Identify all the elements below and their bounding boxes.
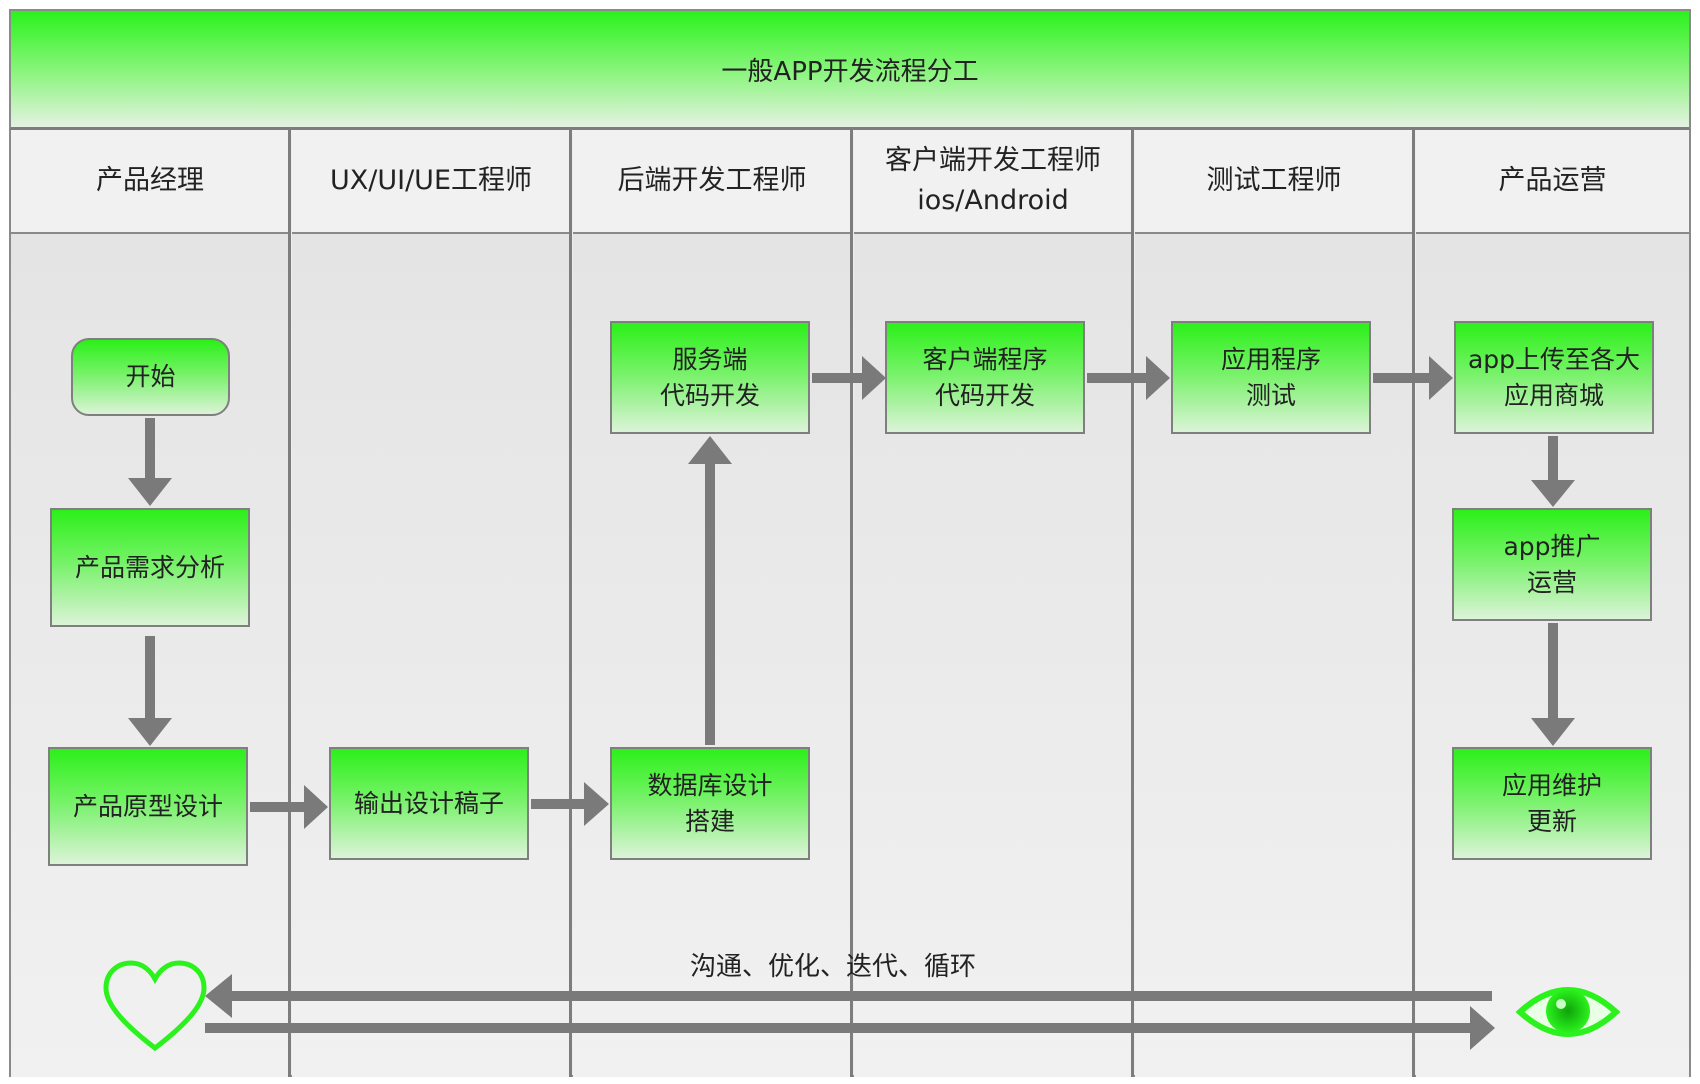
arrow-promotion-to-maintenance [1531,623,1575,746]
diagram-title: 一般APP开发流程分工 [721,56,979,87]
lane-divider [850,130,853,1077]
node-design-output: 输出设计稿子 [329,747,529,860]
lane-divider [288,130,291,1077]
eye-icon [1515,987,1621,1037]
lane-header-tester: 测试工程师 [1135,130,1413,234]
arrow-design-to-database [531,782,609,826]
loop-caption: 沟通、优化、迭代、循环 [690,952,977,982]
node-promotion: app推广 运营 [1452,508,1652,621]
node-start: 开始 [71,338,230,416]
loop-arrow-left [205,974,1492,1018]
arrow-prototype-to-design [250,785,328,829]
node-maintenance: 应用维护 更新 [1452,747,1652,860]
lane-header-designer: UX/UI/UE工程师 [292,130,570,234]
heart-icon [103,960,207,1052]
node-server-development: 服务端 代码开发 [610,321,810,434]
node-client-development: 客户端程序 代码开发 [885,321,1085,434]
lane-header-client: 客户端开发工程师 ios/Android [854,130,1132,234]
arrow-analysis-to-prototype [128,636,172,746]
node-requirement-analysis: 产品需求分析 [50,508,250,627]
loop-arrow-right [205,1006,1495,1050]
arrow-client-to-testing [1087,356,1170,400]
arrow-store-to-promotion [1531,436,1575,507]
node-database-design: 数据库设计 搭建 [610,747,810,860]
node-app-testing: 应用程序 测试 [1171,321,1371,434]
lane-header-operations: 产品运营 [1416,130,1689,234]
arrow-start-to-analysis [128,418,172,506]
node-prototype-design: 产品原型设计 [48,747,248,866]
lane-divider [1412,130,1415,1077]
lane-divider [569,130,572,1077]
lane-body-designer [292,234,570,1077]
node-store-upload: app上传至各大 应用商城 [1454,321,1654,434]
arrow-server-to-client [812,356,886,400]
arrow-database-to-server [688,436,732,745]
lane-header-backend: 后端开发工程师 [573,130,851,234]
lane-header-product-manager: 产品经理 [11,130,289,234]
diagram-title-bar: 一般APP开发流程分工 [9,9,1691,130]
arrow-testing-to-store [1373,356,1453,400]
lane-divider [1131,130,1134,1077]
